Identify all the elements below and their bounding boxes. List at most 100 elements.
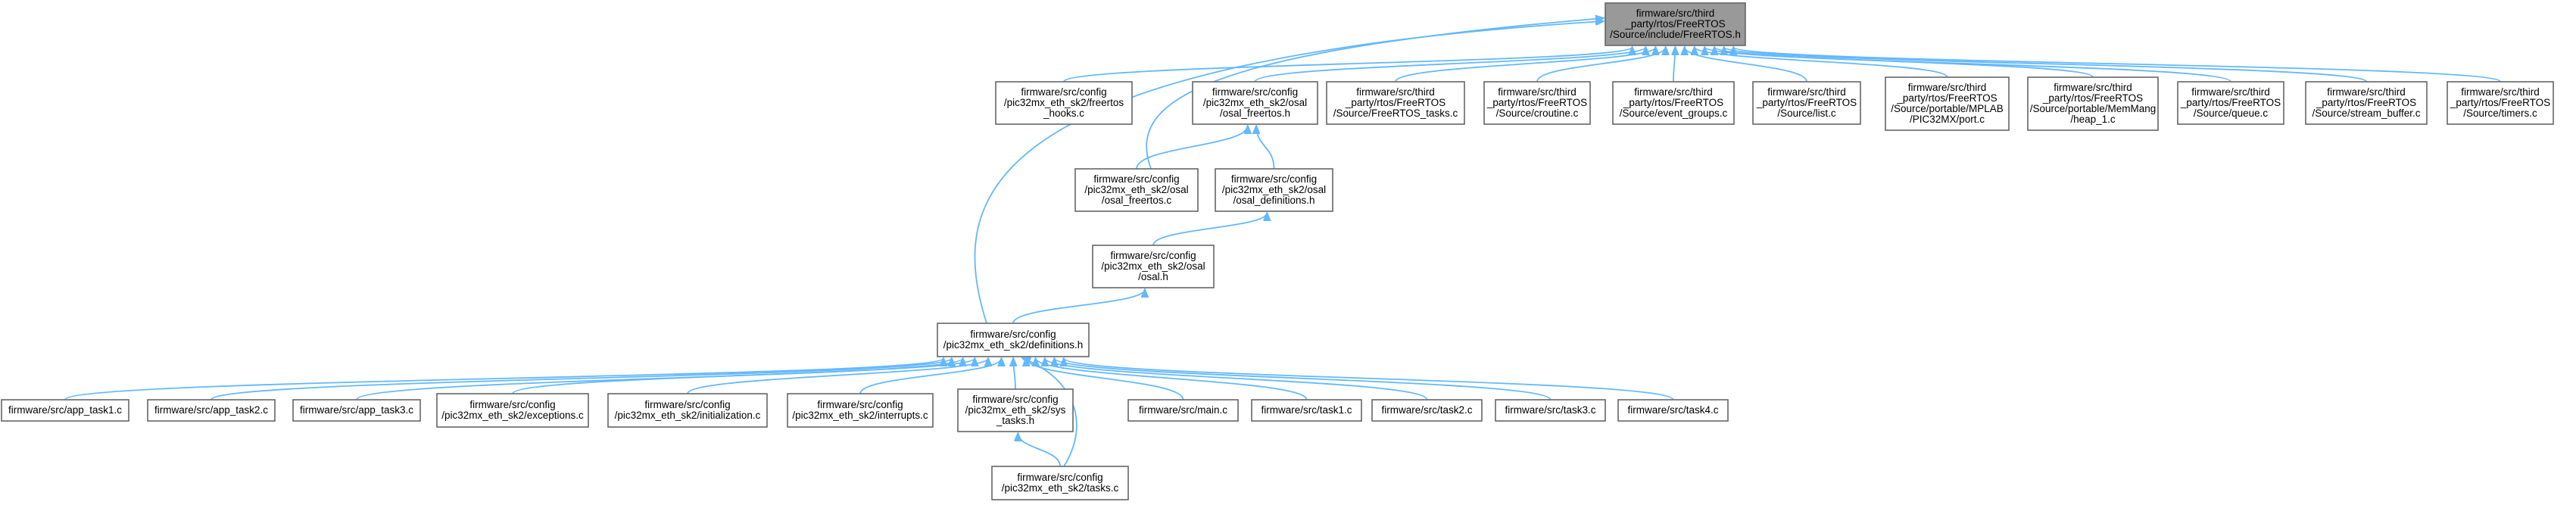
node-label-line: /Source/portable/MPLAB (1891, 103, 2004, 114)
node-label-line: _party/rtos/FreeRTOS (1896, 92, 1997, 104)
node-initialization-c[interactable]: firmware/src/config/pic32mx_eth_sk2/init… (607, 393, 768, 428)
node-stream-buffer-c[interactable]: firmware/src/third_party/rtos/FreeRTOS/S… (2305, 81, 2428, 125)
node-label-line: _party/rtos/FreeRTOS (1756, 97, 1857, 108)
node-freertos-hooks-c[interactable]: firmware/src/config/pic32mx_eth_sk2/free… (995, 81, 1133, 125)
node-label-line: firmware/src/config (469, 399, 555, 410)
node-app-task3-c[interactable]: firmware/src/app_task3.c (292, 399, 421, 422)
node-box (1074, 168, 1199, 212)
node-interrupts-c[interactable]: firmware/src/config/pic32mx_eth_sk2/inte… (787, 393, 934, 428)
node-box (2447, 81, 2554, 125)
node-heap-1-c[interactable]: firmware/src/third_party/rtos/FreeRTOS/S… (2027, 76, 2159, 131)
edge-freertos-hooks-c-to-freertos-h (1063, 47, 1633, 83)
edge-croutine-c-to-freertos-h (1536, 47, 1666, 83)
edge-list-c-to-freertos-h (1685, 47, 1807, 83)
node-osal-definitions-h[interactable]: firmware/src/config/pic32mx_eth_sk2/osal… (1215, 168, 1333, 212)
node-sys-tasks-h[interactable]: firmware/src/config/pic32mx_eth_sk2/sys_… (957, 388, 1074, 432)
node-label-line: firmware/src/config (1017, 472, 1102, 483)
node-freertos-tasks-c[interactable]: firmware/src/third_party/rtos/FreeRTOS/S… (1326, 81, 1465, 125)
edge-app-task1-c-to-definitions-h (64, 358, 943, 401)
node-box (1483, 81, 1591, 125)
node-label-line: firmware/src/third (2461, 86, 2540, 98)
node-main-c[interactable]: firmware/src/main.c (1127, 399, 1239, 422)
node-queue-c[interactable]: firmware/src/third_party/rtos/FreeRTOS/S… (2177, 81, 2284, 125)
edge-task1-c-to-definitions-h (1036, 358, 1308, 401)
node-box (787, 393, 934, 428)
node-box (1885, 76, 2010, 131)
node-osal-h[interactable]: firmware/src/config/pic32mx_eth_sk2/osal… (1092, 245, 1215, 288)
node-label-line: /osal_freertos.h (1220, 108, 1290, 119)
node-box (607, 393, 768, 428)
edge-stream-buffer-c-to-freertos-h (1724, 47, 2367, 83)
node-label-line: firmware/src/config (972, 394, 1058, 405)
node-label-line: /PIC32MX/port.c (1910, 114, 1985, 125)
node-label-line: /heap_1.c (2070, 114, 2116, 125)
node-label-line: /Source/event_groups.c (1620, 108, 1728, 119)
edge-app-task2-c-to-definitions-h (211, 358, 952, 401)
node-port-c[interactable]: firmware/src/third_party/rtos/FreeRTOS/S… (1885, 76, 2010, 131)
edge-osal-definitions-h-to-osal-freertos-h (1256, 126, 1275, 170)
node-box (1752, 81, 1861, 125)
node-label-line: _party/rtos/FreeRTOS (1345, 97, 1445, 108)
node-tasks-c[interactable]: firmware/src/config/pic32mx_eth_sk2/task… (991, 466, 1129, 500)
nodes-layer: firmware/src/third_party/rtos/FreeRTOS/S… (1, 2, 2554, 500)
node-box (1371, 399, 1483, 422)
node-box (2027, 76, 2159, 131)
edge-osal-freertos-h-to-freertos-h (1254, 47, 1646, 83)
node-label-line: /Source/stream_buffer.c (2312, 108, 2420, 119)
edge-definitions-h-to-freertos-h (974, 21, 1604, 324)
node-task1-c[interactable]: firmware/src/task1.c (1251, 399, 1362, 422)
node-label-line: /osal_freertos.c (1102, 195, 1172, 206)
node-freertos-h[interactable]: firmware/src/third_party/rtos/FreeRTOS/S… (1605, 2, 1746, 46)
node-osal-freertos-c[interactable]: firmware/src/config/pic32mx_eth_sk2/osal… (1074, 168, 1199, 212)
node-box (1617, 399, 1729, 422)
node-label-line: firmware/src/third (2327, 86, 2406, 98)
node-label-line: /pic32mx_eth_sk2/tasks.c (1002, 482, 1119, 494)
node-exceptions-c[interactable]: firmware/src/config/pic32mx_eth_sk2/exce… (436, 393, 589, 428)
node-event-groups-c[interactable]: firmware/src/third_party/rtos/FreeRTOS/S… (1612, 81, 1735, 125)
node-box (292, 399, 421, 422)
node-label-line: firmware/src/app_task2.c (154, 404, 268, 416)
node-box (991, 466, 1129, 500)
node-label-line: /pic32mx_eth_sk2/freertos (1004, 97, 1124, 108)
node-label-line: /pic32mx_eth_sk2/initialization.c (615, 410, 761, 421)
node-label-line: /pic32mx_eth_sk2/definitions.h (943, 339, 1084, 351)
node-label-line: firmware/src/app_task1.c (8, 404, 122, 416)
edge-interrupts-c-to-definitions-h (859, 358, 1002, 394)
node-box (1092, 245, 1215, 288)
node-label-line: /Source/FreeRTOS_tasks.c (1333, 108, 1458, 119)
node-label-line: firmware/src/third (1767, 86, 1846, 98)
node-label-line: firmware/src/main.c (1139, 404, 1227, 416)
edge-freertos-tasks-c-to-freertos-h (1395, 47, 1655, 83)
node-label-line: /pic32mx_eth_sk2/osal (1084, 184, 1188, 195)
node-box (1605, 2, 1746, 46)
node-label-line: _party/rtos/FreeRTOS (1624, 18, 1725, 30)
node-box (1251, 399, 1362, 422)
node-label-line: _party/rtos/FreeRTOS (2042, 92, 2143, 104)
node-app-task2-c[interactable]: firmware/src/app_task2.c (147, 399, 276, 422)
node-box (1215, 168, 1333, 212)
node-label-line: _hooks.c (1043, 108, 1084, 119)
node-task4-c[interactable]: firmware/src/task4.c (1617, 399, 1729, 422)
node-timers-c[interactable]: firmware/src/third_party/rtos/FreeRTOS/S… (2447, 81, 2554, 125)
node-definitions-h[interactable]: firmware/src/config/pic32mx_eth_sk2/defi… (937, 323, 1090, 357)
edge-event-groups-c-to-freertos-h (1673, 47, 1675, 83)
node-task3-c[interactable]: firmware/src/task3.c (1495, 399, 1606, 422)
edge-osal-freertos-c-to-osal-freertos-h (1136, 126, 1248, 170)
node-list-c[interactable]: firmware/src/third_party/rtos/FreeRTOS/S… (1752, 81, 1861, 125)
node-label-line: /pic32mx_eth_sk2/sys (965, 404, 1066, 416)
node-label-line: firmware/src/task3.c (1505, 404, 1595, 416)
node-label-line: _party/rtos/FreeRTOS (1623, 97, 1723, 108)
node-label-line: /Source/include/FreeRTOS.h (1610, 29, 1741, 40)
edge-definitions-h-to-osal-h (1012, 289, 1145, 324)
node-osal-freertos-h[interactable]: firmware/src/config/pic32mx_eth_sk2/osal… (1192, 81, 1318, 125)
node-label-line: /osal_definitions.h (1233, 195, 1315, 206)
node-croutine-c[interactable]: firmware/src/third_party/rtos/FreeRTOS/S… (1483, 81, 1591, 125)
node-label-line: firmware/src/config (1212, 86, 1298, 98)
node-label-line: /Source/list.c (1777, 108, 1836, 119)
node-label-line: firmware/src/task4.c (1627, 404, 1718, 416)
node-box (1127, 399, 1239, 422)
node-task2-c[interactable]: firmware/src/task2.c (1371, 399, 1483, 422)
node-label-line: /pic32mx_eth_sk2/osal (1101, 260, 1205, 272)
node-app-task1-c[interactable]: firmware/src/app_task1.c (1, 399, 129, 422)
